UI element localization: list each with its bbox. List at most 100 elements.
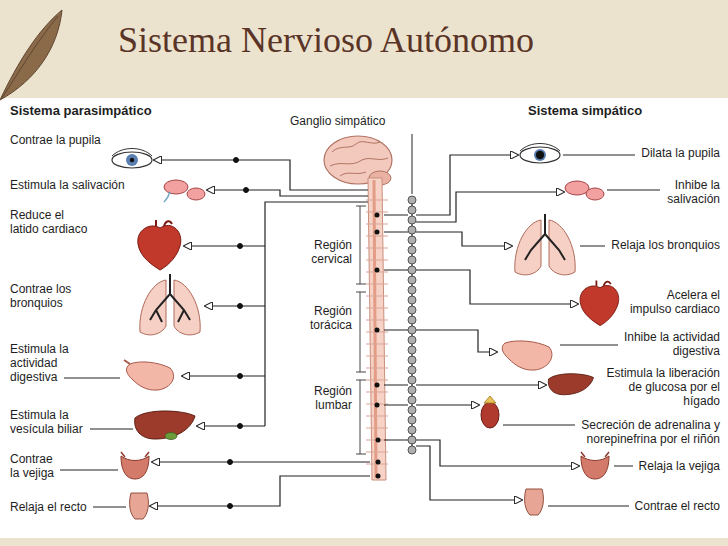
label-slot: Estimula la liberación de glucosa por el…	[600, 366, 720, 408]
label-slot: Región torácica	[296, 304, 352, 332]
bladder	[581, 456, 609, 479]
lungs	[150, 274, 190, 322]
sympathetic-chain	[408, 246, 416, 254]
liver	[135, 411, 195, 440]
leader-line	[560, 345, 618, 346]
label-slot: Contrae la vejiga	[10, 452, 62, 480]
effect-label: Inhibe la actividad digestiva	[598, 330, 720, 358]
sympathetic-chain	[408, 216, 416, 224]
region-label: Región lumbar	[296, 384, 352, 412]
heart	[596, 281, 610, 286]
eye	[520, 144, 560, 164]
stomach	[502, 341, 552, 370]
lungs	[525, 214, 565, 260]
leaf-ornament	[0, 10, 62, 100]
slide-title: Sistema Nervioso Autónomo	[118, 18, 534, 62]
leader-line	[548, 506, 629, 507]
liver	[548, 374, 593, 395]
sympathetic-chain	[408, 306, 416, 314]
title-box: Sistema Nervioso Autónomo	[118, 18, 534, 62]
leader-line	[580, 246, 605, 247]
rectum	[525, 489, 544, 515]
region-bracket	[356, 380, 366, 454]
leader-line	[64, 378, 120, 379]
region-bracket	[356, 292, 366, 372]
sympathetic-chain	[408, 396, 416, 404]
sympathetic-chain	[408, 436, 416, 444]
sympathetic-chain	[408, 446, 416, 454]
section-heading: Sistema parasimpático	[10, 104, 190, 118]
label-slot: Inhibe la salivación	[640, 178, 720, 206]
parasympathetic-nerve	[184, 245, 265, 246]
spinal-cord	[366, 200, 388, 464]
region-label: Región cervical	[296, 238, 352, 266]
leader-line	[614, 466, 633, 467]
salivary-gland	[565, 181, 604, 200]
ganglion-symbol	[238, 304, 243, 309]
label-slot: Estimula la salivación	[10, 178, 150, 192]
stomach	[124, 360, 174, 390]
leaf-ornament	[0, 10, 62, 100]
sympathetic-chain	[408, 236, 416, 244]
effect-label: Estimula la actividad digestiva	[10, 342, 80, 384]
sympathetic-chain	[408, 326, 416, 334]
nerve-exit-dot	[375, 230, 380, 235]
effect-label: Acelera el impulso cardiaco	[628, 288, 720, 316]
nerve-exit-dot	[375, 213, 380, 218]
sympathetic-nerve	[416, 384, 546, 385]
label-slot: Relaja el recto	[10, 500, 110, 514]
sympathetic-chain	[408, 336, 416, 344]
bladder	[121, 452, 149, 457]
parasympathetic-nerve	[150, 476, 370, 506]
sympathetic-nerve	[416, 440, 579, 466]
sympathetic-chain	[408, 206, 416, 214]
label-slot: Sistema simpático	[528, 104, 708, 118]
effect-label: Secreción de adrenalina y norepinefrina …	[568, 418, 720, 446]
leader-line	[60, 155, 660, 507]
label-slot: Sistema parasimpático	[10, 104, 190, 118]
ganglion-symbol	[228, 158, 249, 509]
region-bracket	[356, 206, 366, 284]
eye	[130, 158, 134, 162]
parasympathetic-nerve	[152, 461, 370, 462]
parasympathetic-nerve	[197, 425, 265, 426]
liver	[135, 411, 195, 439]
sympathetic-nerve	[416, 270, 578, 304]
eye	[534, 149, 546, 161]
label-slot: Contrae el recto	[620, 499, 720, 513]
sympathetic-chain	[408, 366, 416, 374]
spinal-cord	[368, 178, 386, 480]
effect-label: Reduce el latido cardiaco	[10, 208, 92, 236]
label-slot: Estimula la actividad digestiva	[10, 342, 80, 384]
sympathetic-chain	[408, 196, 416, 204]
parasympathetic-nerve	[207, 190, 368, 196]
section-heading: Sistema simpático	[528, 104, 708, 118]
ganglion-symbol	[244, 188, 249, 193]
lungs	[174, 280, 200, 335]
ganglion-leader	[412, 134, 413, 194]
eye	[112, 152, 152, 168]
nerve-exit-dot	[376, 438, 381, 443]
sympathetic-chain	[408, 316, 416, 324]
lungs	[549, 220, 575, 275]
label-slot: Secreción de adrenalina y norepinefrina …	[568, 418, 720, 446]
sympathetic-chain	[408, 276, 416, 284]
brain	[324, 136, 392, 184]
ganglion-label: Ganglio simpático	[290, 114, 410, 128]
sympathetic-chain	[408, 196, 416, 454]
parasympathetic-nerve	[150, 160, 370, 506]
spinal-cord	[366, 200, 388, 464]
label-slot: Acelera el impulso cardiaco	[628, 288, 720, 316]
heart	[580, 285, 619, 325]
heart	[138, 225, 181, 270]
salivary-gland	[187, 188, 205, 200]
leader-line	[563, 155, 635, 156]
heart	[580, 281, 619, 326]
liver	[548, 374, 593, 395]
sympathetic-chain	[408, 286, 416, 294]
label-slot: Contrae la pupila	[10, 133, 130, 147]
nerve-exit-dot	[375, 268, 380, 273]
label-slot: Inhibe la actividad digestiva	[598, 330, 720, 358]
label-slot: Relaja la vejiga	[625, 459, 720, 473]
